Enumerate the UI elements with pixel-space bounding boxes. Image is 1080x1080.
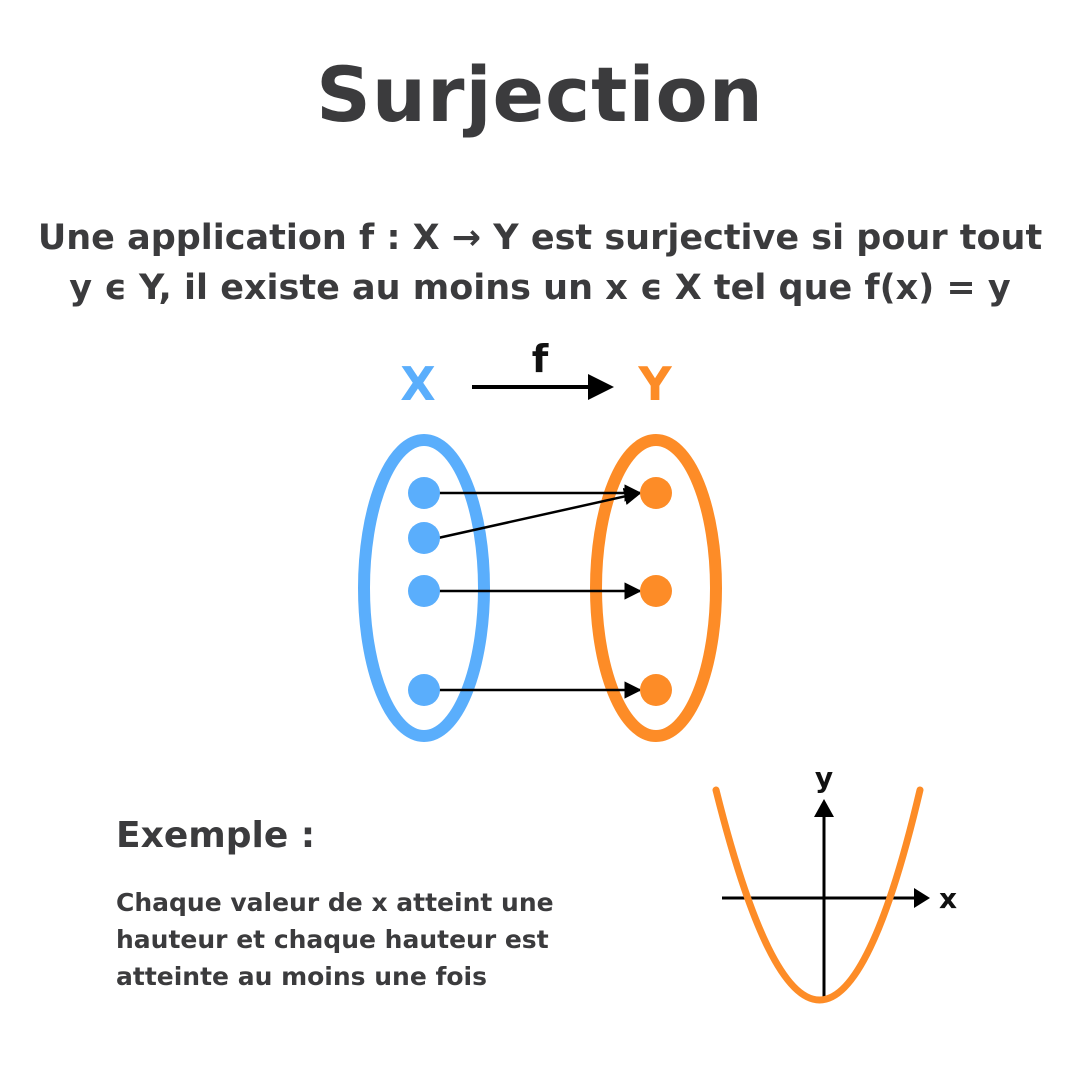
domain-set-ellipse	[358, 434, 490, 742]
codomain-point-3	[640, 674, 672, 706]
example-line-2: hauteur et chaque hauteur est	[116, 925, 549, 954]
codomain-point-2	[640, 575, 672, 607]
definition-text: Une application f : X → Y est surjective…	[0, 213, 1080, 313]
definition-line-2: y ϵ Y, il existe au moins un x ϵ X tel q…	[69, 268, 1011, 308]
y-axis-label: y	[815, 761, 833, 794]
example-line-1: Chaque valeur de x atteint une	[116, 888, 554, 917]
definition-line-1: Une application f : X → Y est surjective…	[37, 218, 1043, 258]
codomain-label: Y	[637, 357, 672, 411]
function-arrowhead	[588, 374, 614, 400]
page-title: Surjection	[316, 50, 764, 139]
example-description: Chaque valeur de x atteint une hauteur e…	[116, 884, 656, 995]
domain-point-1	[408, 477, 440, 509]
domain-point-4	[408, 674, 440, 706]
set-points	[408, 477, 672, 706]
x-axis-label: x	[939, 882, 957, 915]
codomain-point-1	[640, 477, 672, 509]
domain-point-3	[408, 575, 440, 607]
surjection-mapping-diagram: X Y f	[358, 337, 722, 742]
parabola-curve	[712, 786, 924, 1004]
parabola-graph: x y	[712, 761, 957, 1004]
mapping-arrows	[437, 484, 642, 699]
example-line-3: atteinte au moins une fois	[116, 962, 488, 991]
x-axis-arrowhead	[914, 888, 930, 908]
domain-label: X	[400, 357, 435, 411]
mapping-arrow-2	[437, 487, 642, 540]
y-axis-arrowhead	[814, 799, 834, 817]
codomain-set-ellipse	[590, 434, 722, 742]
function-label: f	[532, 337, 549, 381]
example-heading: Exemple :	[116, 815, 316, 856]
domain-point-2	[408, 522, 440, 554]
